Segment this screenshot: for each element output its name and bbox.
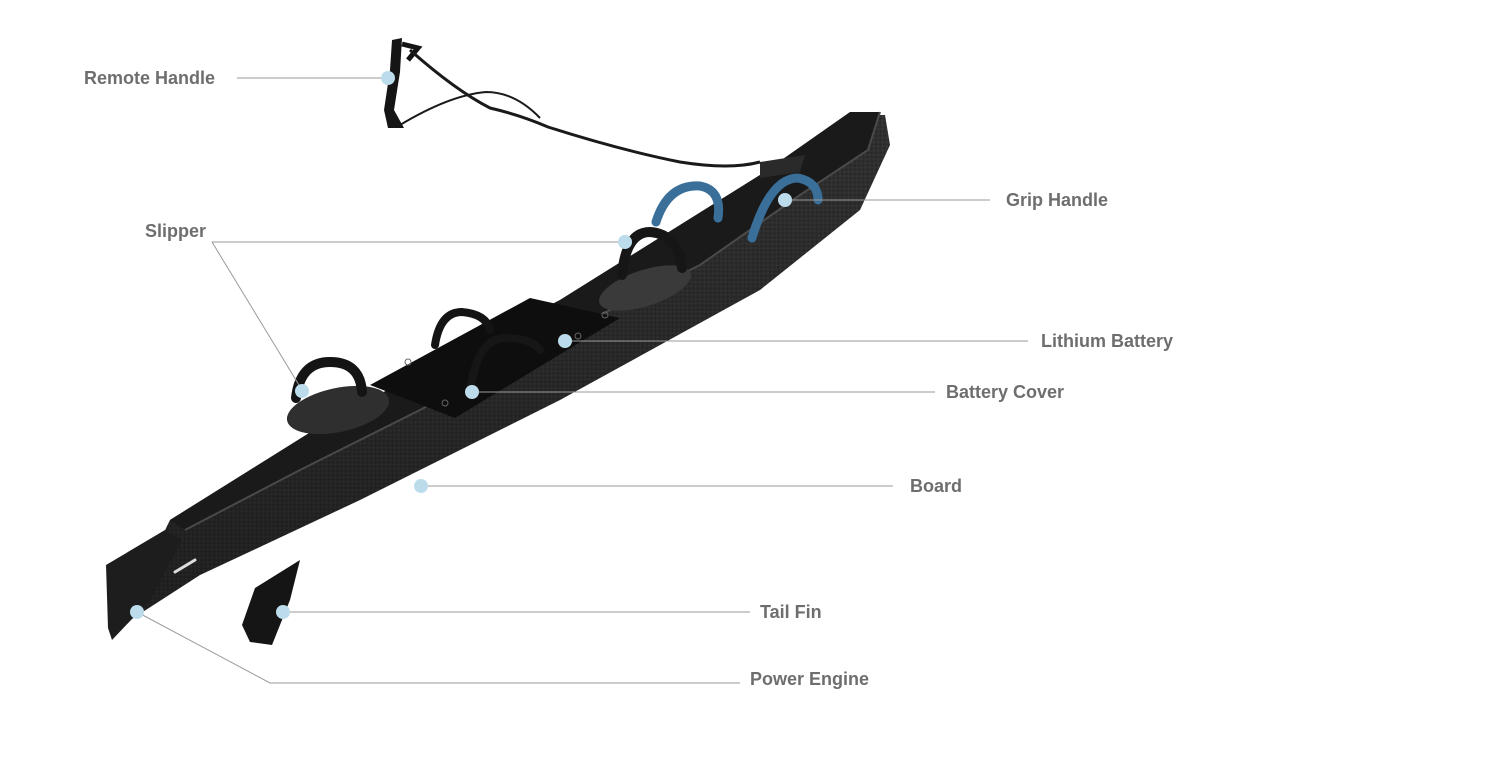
marker-slipper-rear: [295, 384, 309, 398]
marker-battery-cover: [465, 385, 479, 399]
marker-remote-handle: [381, 71, 395, 85]
leader-slipper-rear: [211, 241, 303, 391]
marker-tail-fin: [276, 605, 290, 619]
grip-handle-strap-2: [747, 173, 823, 243]
label-power-engine: Power Engine: [750, 669, 870, 689]
marker-lithium-battery: [558, 334, 572, 348]
rear-slipper-strap: [291, 356, 367, 403]
leader-power-engine: [136, 611, 740, 684]
label-grip-handle: Grip Handle: [1006, 190, 1109, 210]
battery-bay: [370, 298, 620, 418]
power-engine-body: [106, 530, 182, 640]
grip-handle-strap-1: [651, 181, 724, 227]
marker-power-engine: [130, 605, 144, 619]
marker-slipper-front: [618, 235, 632, 249]
tail-fin: [242, 560, 300, 645]
label-lithium-battery: Lithium Battery: [1041, 331, 1174, 351]
label-slipper: Slipper: [145, 221, 207, 241]
remote-cord: [409, 48, 761, 168]
label-tail-fin: Tail Fin: [760, 602, 822, 622]
label-board: Board: [910, 476, 963, 496]
label-battery-cover: Battery Cover: [946, 382, 1065, 402]
rear-slipper-pad: [286, 385, 390, 435]
remote-handle-body: [384, 38, 404, 128]
front-slipper-pad: [599, 265, 691, 311]
front-slipper-strap: [617, 226, 687, 280]
marker-grip-handle: [778, 193, 792, 207]
marker-board: [414, 479, 428, 493]
label-remote-handle: Remote Handle: [84, 68, 216, 88]
